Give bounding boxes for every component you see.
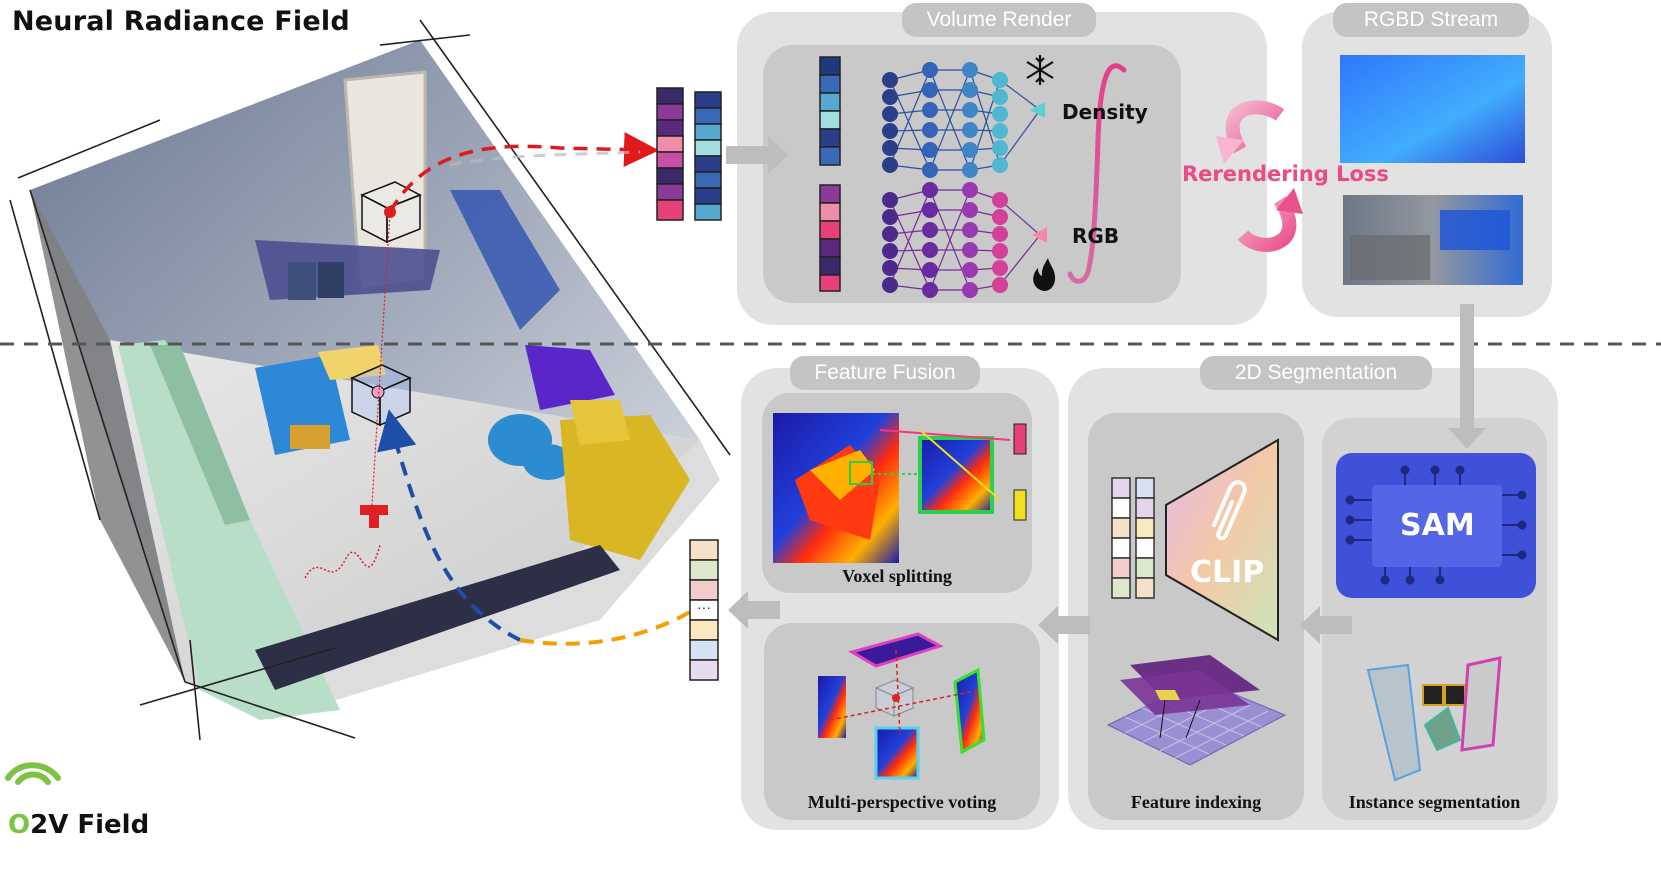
- sam-label: SAM: [1400, 508, 1475, 543]
- instance-segmentation-card: [1322, 418, 1547, 820]
- instance-segmentation-caption: Instance segmentation: [1348, 792, 1521, 812]
- volume-render-inner: [763, 45, 1181, 303]
- volume-render-label: Volume Render: [902, 3, 1096, 37]
- clip-label: CLIP: [1190, 555, 1265, 590]
- fused-feature-vector: [689, 539, 719, 681]
- logo-letter-o: O: [8, 810, 31, 840]
- feature-indexing-card: [1088, 413, 1304, 820]
- feature-fusion-label: Feature Fusion: [790, 356, 980, 390]
- figure-title: Neural Radiance Field: [12, 6, 350, 37]
- segmentation-2d-label: 2D Segmentation: [1200, 356, 1432, 390]
- feature-vector-pink: [656, 87, 684, 221]
- multi-perspective-voting-card: [764, 623, 1040, 820]
- o2v-field-logo: O2V Field: [8, 810, 149, 840]
- svg-text:···: ···: [697, 599, 711, 615]
- logo-text: 2V Field: [30, 810, 150, 840]
- rgb-label: RGB: [1072, 224, 1120, 248]
- voxel-splitting-card: [762, 393, 1032, 593]
- bounding-frame: [9, 19, 731, 741]
- rgbd-stream-label: RGBD Stream: [1333, 3, 1529, 37]
- density-label: Density: [1062, 100, 1148, 124]
- rerendering-loss-label: Rerendering Loss: [1182, 162, 1389, 186]
- feature-indexing-caption: Feature indexing: [1130, 792, 1262, 812]
- multi-perspective-voting-caption: Multi-perspective voting: [807, 792, 997, 812]
- feature-vector-blue: [694, 91, 722, 221]
- wifi-logo-icon: [5, 762, 61, 785]
- voxel-splitting-caption: Voxel splitting: [842, 566, 952, 586]
